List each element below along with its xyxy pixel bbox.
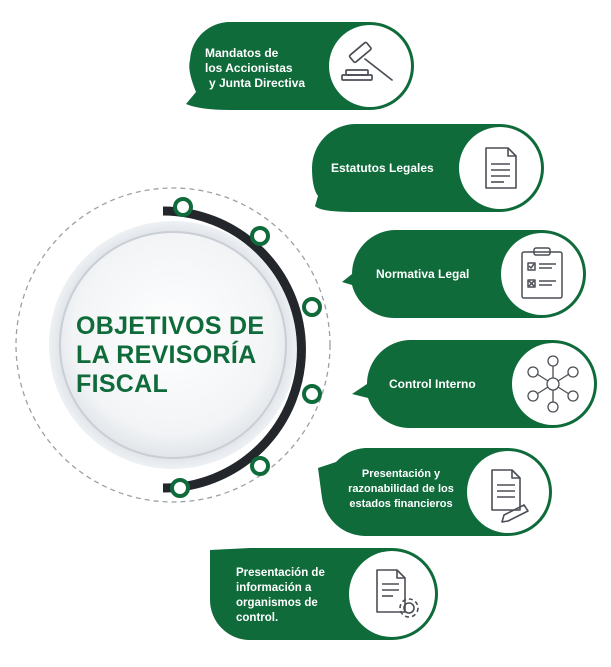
card-mandatos — [186, 21, 414, 110]
icon-circle — [459, 127, 541, 209]
document-icon — [485, 147, 517, 189]
arc-line — [162, 206, 306, 493]
card-estatutos — [312, 124, 544, 212]
text-line: Presentación de — [236, 567, 325, 579]
connector-dot-6 — [170, 478, 190, 498]
network-people-icon — [527, 355, 579, 413]
text-line: los Accionistas — [205, 61, 293, 75]
connector-dot-5 — [250, 456, 270, 476]
connector-dot-2 — [250, 226, 270, 246]
card-normativa — [342, 230, 586, 319]
text-line: información a — [236, 582, 312, 594]
icon-circle — [501, 233, 583, 315]
gavel-icon — [341, 41, 393, 81]
connector-arc — [162, 197, 322, 498]
connector-dot-4 — [302, 384, 322, 404]
document-pencil-icon — [491, 469, 529, 523]
card-organismos-control — [210, 548, 438, 640]
title-line-3: FISCAL — [76, 370, 169, 398]
title-line-1: OBJETIVOS DE — [76, 312, 265, 340]
central-circle — [15, 187, 331, 503]
connector-dot-1 — [173, 197, 193, 217]
card-normativa-label: Normativa Legal — [376, 267, 469, 282]
card-control-interno-label: Control Interno — [389, 377, 476, 392]
card-control-interno — [352, 340, 597, 429]
card-estados-financieros-label: Presentación y razonabilidad de los esta… — [331, 467, 471, 512]
text-line: Normativa Legal — [376, 267, 470, 281]
text-line: Presentación y — [361, 468, 441, 480]
document-gear-icon — [376, 569, 419, 618]
connector-dot-3 — [302, 297, 322, 317]
inner-circle — [59, 231, 287, 459]
card-estatutos-label: Estatutos Legales — [331, 161, 434, 176]
text-line: organismos de — [236, 597, 318, 609]
text-line: Estatutos Legales — [331, 161, 434, 175]
page-title: OBJETIVOS DE LA REVISORÍA FISCAL — [76, 312, 296, 399]
text-line: Mandatos de — [205, 46, 279, 60]
text-line: Control Interno — [389, 377, 476, 391]
card-organismos-control-label: Presentación de información a organismos… — [236, 566, 325, 626]
text-line: y Junta Directiva — [209, 76, 306, 90]
card-mandatos-label: Mandatos de los Accionistas y Junta Dire… — [205, 46, 305, 91]
title-line-2: LA REVISORÍA — [76, 341, 257, 369]
text-line: estados financieros — [349, 498, 453, 510]
text-line: control. — [236, 612, 279, 624]
icon-circle — [512, 343, 594, 425]
dashed-outer-ring — [15, 187, 331, 503]
icon-circle — [349, 551, 435, 637]
clipboard-checklist-icon — [521, 247, 563, 299]
card-estados-financieros — [318, 448, 552, 536]
icon-circle — [467, 451, 549, 533]
text-line: razonabilidad de los — [348, 483, 454, 495]
icon-circle — [329, 25, 411, 107]
